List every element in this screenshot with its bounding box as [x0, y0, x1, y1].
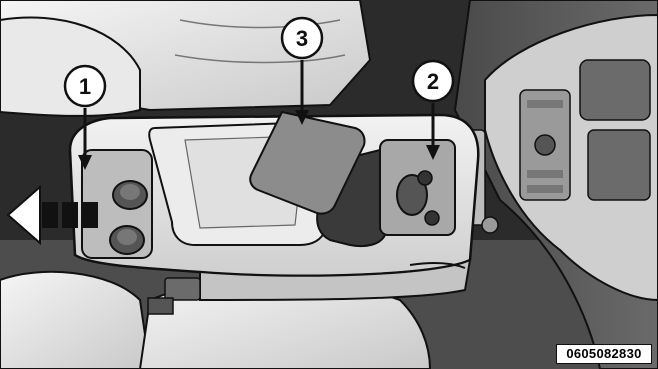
seat-belt-buckle [165, 278, 200, 300]
callout-1-label: 1 [79, 74, 91, 99]
figure-reference-code: 0605082830 [556, 344, 652, 364]
callout-2-label: 2 [427, 69, 439, 94]
front-cupholders [380, 140, 455, 235]
seat-belt-strap [148, 298, 173, 314]
callout-3-label: 3 [296, 26, 308, 51]
